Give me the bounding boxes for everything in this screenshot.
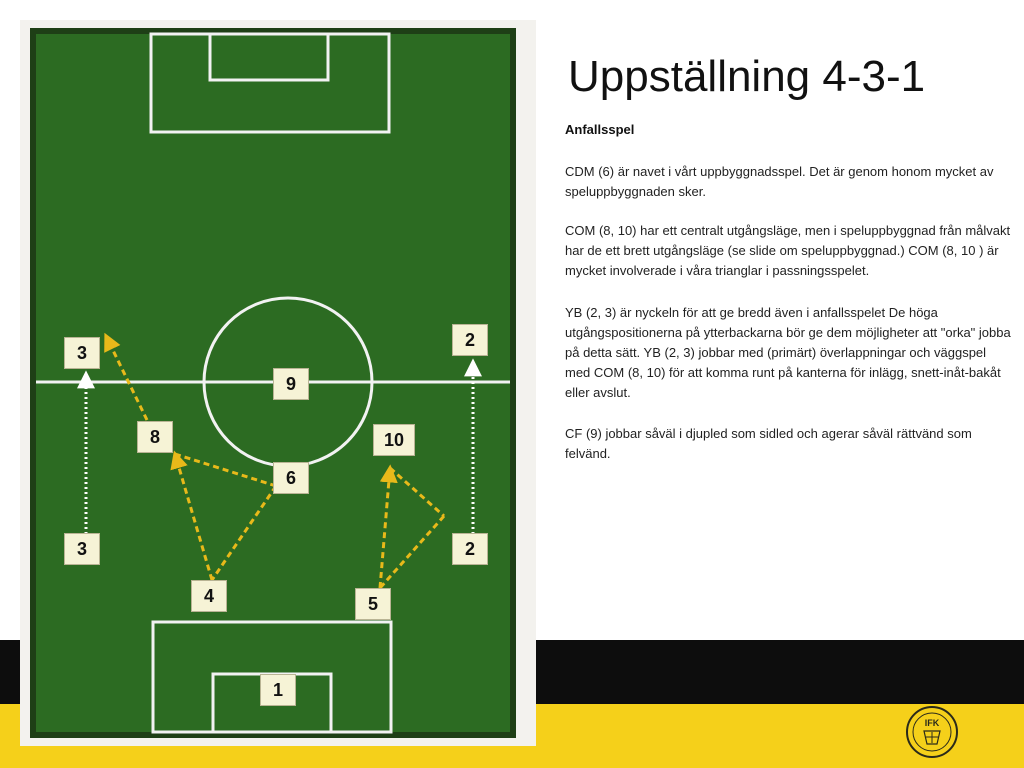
player-center-back-right: 5 — [355, 588, 391, 620]
player-goalkeeper: 1 — [260, 674, 296, 706]
player-center-back-left: 4 — [191, 580, 227, 612]
top-goal-area — [208, 32, 330, 82]
player-left-back-low: 3 — [64, 533, 100, 565]
player-right-back-low: 2 — [452, 533, 488, 565]
pass-line-8-6 — [174, 452, 277, 488]
player-defensive-midfielder: 6 — [273, 462, 309, 494]
pass-line-10-2 — [389, 466, 445, 518]
pass-line-2-5 — [378, 515, 446, 589]
pass-arrow-5-to-10 — [378, 464, 398, 589]
player-right-midfielder: 10 — [373, 424, 416, 456]
player-left-midfielder: 8 — [137, 421, 173, 453]
pass-line-6-4 — [210, 485, 278, 581]
paragraph-com: COM (8, 10) har ett centralt utgångsläge… — [565, 223, 1011, 278]
paragraph-cf: CF (9) jobbar såväl i djupled som sidled… — [565, 426, 972, 461]
crest-text: IFK — [925, 718, 940, 728]
player-center-forward: 9 — [273, 368, 309, 400]
pass-arrow-8-to-3 — [104, 332, 149, 421]
pass-arrow-4-to-8 — [170, 450, 214, 581]
club-crest-icon: IFK — [904, 704, 960, 760]
paragraph-yb: YB (2, 3) är nyckeln för att ge bredd äv… — [565, 305, 1011, 400]
slide-title: Uppställning 4-3-1 — [568, 52, 926, 101]
player-right-back-high: 2 — [452, 324, 488, 356]
slide-subtitle: Anfallsspel — [565, 122, 635, 137]
player-left-back-high: 3 — [64, 337, 100, 369]
paragraph-cdm: CDM (6) är navet i vårt uppbyggnadsspel.… — [565, 164, 994, 199]
